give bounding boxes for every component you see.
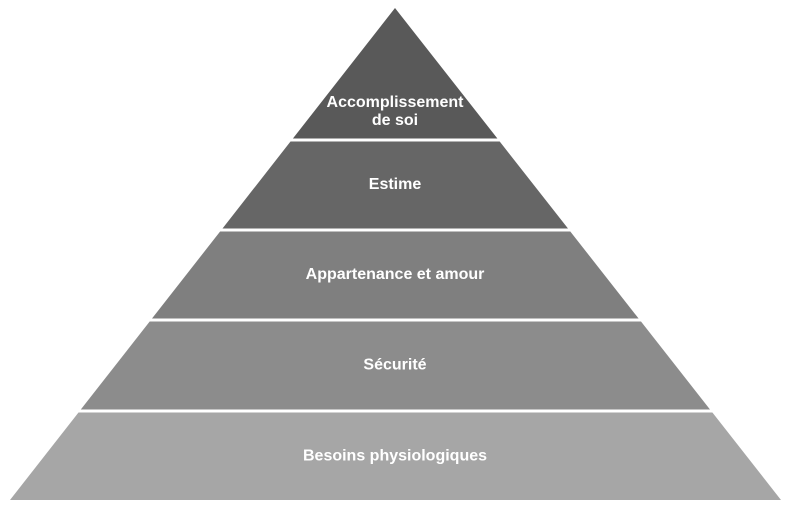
level-physiological-label: Besoins physiologiques <box>303 447 487 464</box>
level-belonging-love-label: Appartenance et amour <box>306 266 485 283</box>
level-physiological-shape <box>10 412 781 500</box>
label-line: Estime <box>369 176 422 193</box>
label-line: Besoins physiologiques <box>303 447 487 464</box>
label-line: de soi <box>372 112 418 129</box>
level-esteem-shape <box>222 141 568 229</box>
level-esteem: Estime <box>222 141 568 229</box>
level-safety-label: Sécurité <box>363 357 426 374</box>
level-belonging-love: Appartenance et amour <box>152 231 639 319</box>
level-esteem-label: Estime <box>369 176 422 193</box>
label-line: Appartenance et amour <box>306 266 485 283</box>
level-self-actualization-shape <box>292 8 498 139</box>
level-safety: Sécurité <box>80 321 711 410</box>
level-belonging-love-shape <box>152 231 639 319</box>
label-line: Accomplissement <box>327 94 465 111</box>
level-physiological: Besoins physiologiques <box>10 412 781 500</box>
label-line: Sécurité <box>363 357 426 374</box>
level-safety-shape <box>80 321 711 410</box>
